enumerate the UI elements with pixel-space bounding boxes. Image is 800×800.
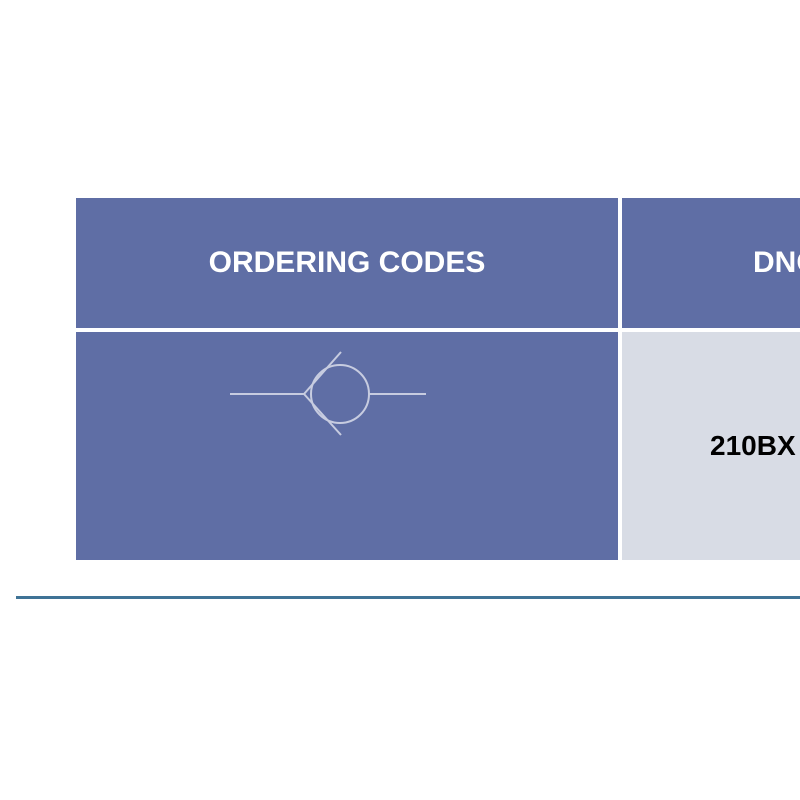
header-ordering-codes: ORDERING CODES [76, 198, 618, 328]
symbol-cell [76, 332, 618, 560]
ordering-codes-table: ORDERING CODES DNG 210BX [76, 198, 800, 560]
code-cell: 210BX [622, 332, 800, 560]
header-dng: DNG [622, 198, 800, 328]
divider-line [16, 596, 800, 599]
check-valve-symbol-icon [230, 351, 426, 436]
